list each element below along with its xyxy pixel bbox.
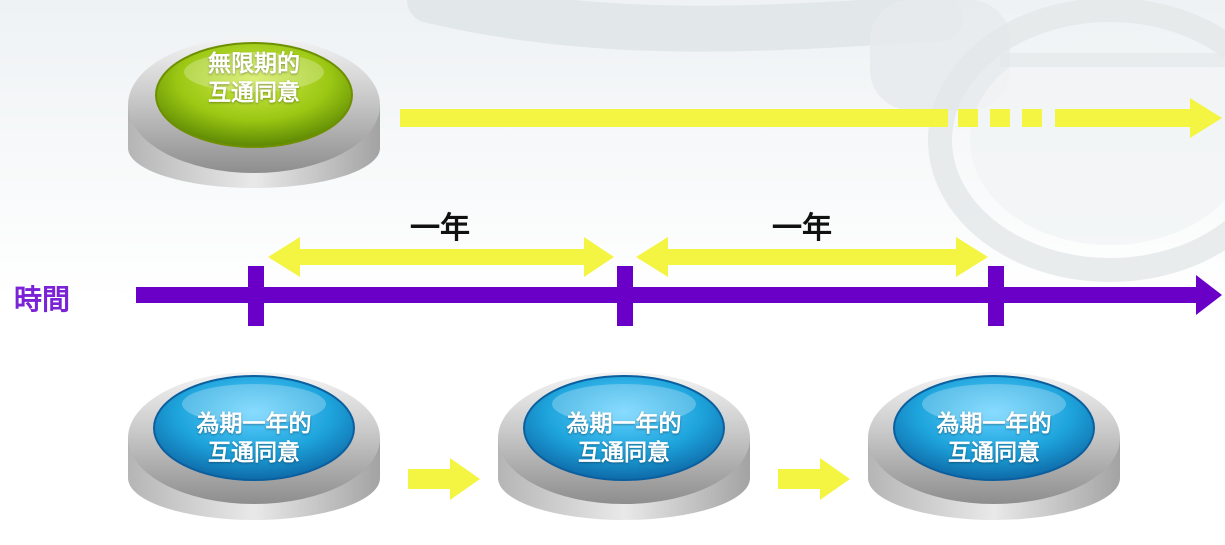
unlimited-consent-line2: 互通同意 bbox=[208, 80, 300, 106]
tick-mark-2 bbox=[617, 266, 633, 326]
annual-consent-label-1: 為期一年的 互通同意 bbox=[154, 410, 354, 468]
year-duration-label-1: 一年 bbox=[410, 211, 470, 246]
annual-consent-button-3 bbox=[868, 372, 1120, 520]
annual-consent-line1: 為期一年的 bbox=[196, 411, 312, 437]
annual-consent-line2: 互通同意 bbox=[948, 440, 1040, 466]
year-duration-label-2: 一年 bbox=[772, 211, 832, 246]
unlimited-consent-line1: 無限期的 bbox=[208, 51, 300, 77]
renewal-arrow-1 bbox=[408, 458, 480, 500]
year-range-arrow-1 bbox=[268, 237, 614, 277]
time-axis-label: 時間 bbox=[14, 283, 71, 316]
time-axis bbox=[136, 266, 1222, 326]
annual-consent-line2: 互通同意 bbox=[578, 440, 670, 466]
annual-consent-line1: 為期一年的 bbox=[566, 411, 682, 437]
tick-mark-3 bbox=[988, 266, 1004, 326]
annual-consent-button-1 bbox=[128, 372, 380, 520]
unlimited-duration-arrow bbox=[400, 98, 1222, 138]
unlimited-consent-label: 無限期的 互通同意 bbox=[154, 50, 354, 108]
annual-consent-label-2: 為期一年的 互通同意 bbox=[524, 410, 724, 468]
annual-consent-label-3: 為期一年的 互通同意 bbox=[894, 410, 1094, 468]
annual-consent-button-2 bbox=[498, 372, 750, 520]
annual-consent-line2: 互通同意 bbox=[208, 440, 300, 466]
tick-mark-1 bbox=[248, 266, 264, 326]
year-range-arrow-2 bbox=[636, 237, 988, 277]
unlimited-consent-button bbox=[128, 37, 380, 188]
annual-consent-line1: 為期一年的 bbox=[936, 411, 1052, 437]
renewal-arrow-2 bbox=[778, 458, 850, 500]
